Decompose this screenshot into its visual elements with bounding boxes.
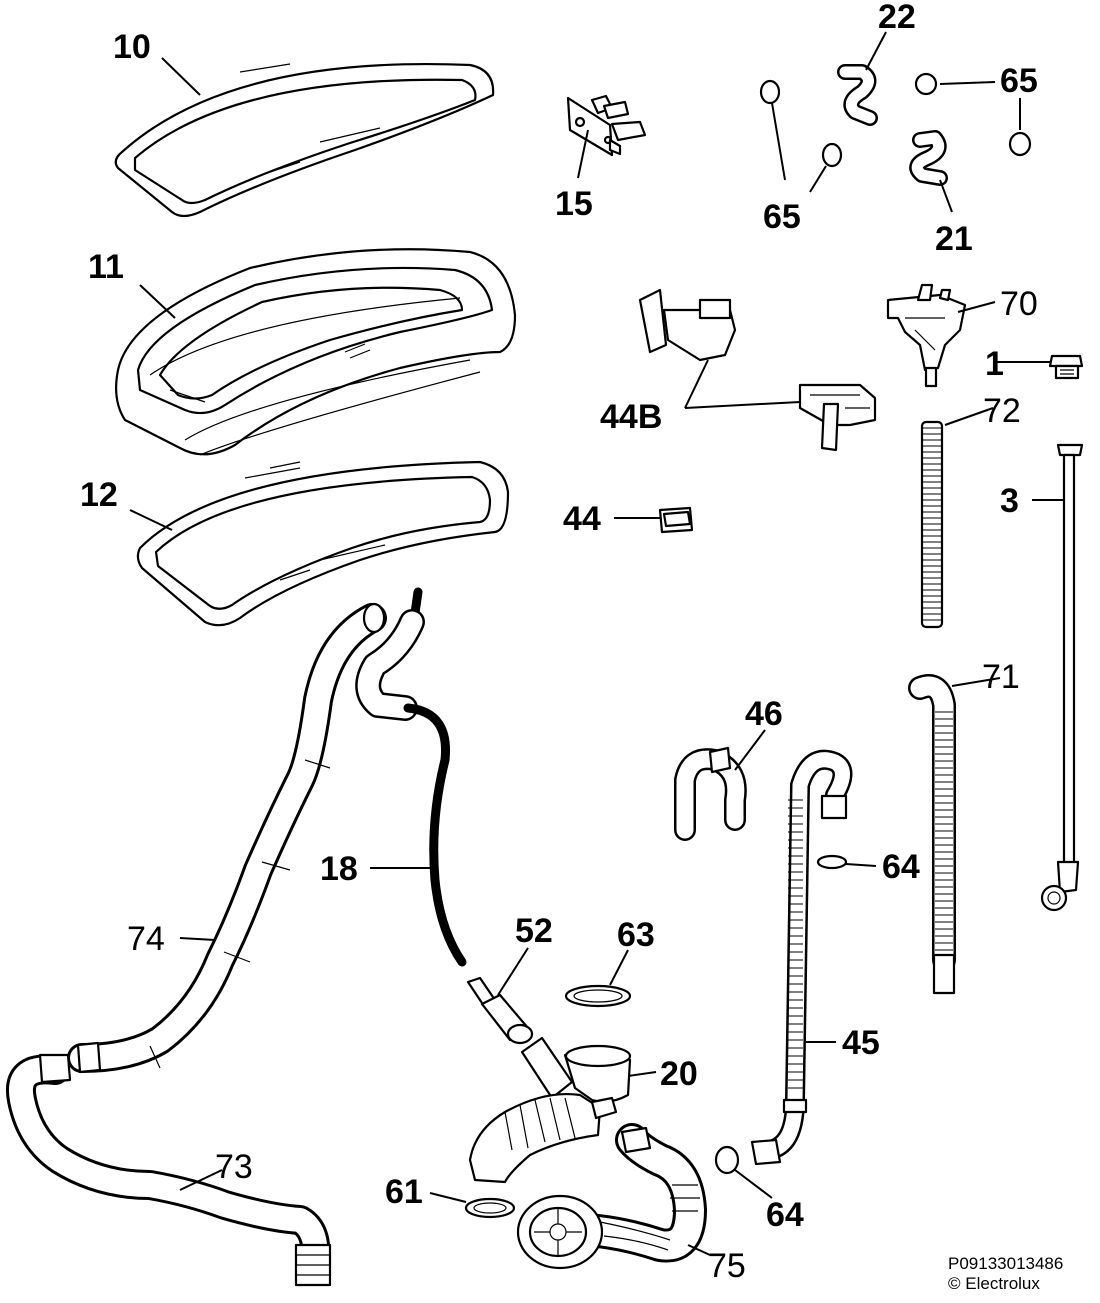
- callout-64: 64: [766, 1196, 804, 1234]
- part-74-hose: [67, 602, 387, 1074]
- callout-1: 1: [985, 345, 1004, 383]
- callout-22: 22: [878, 0, 916, 36]
- part-45-hose: [750, 749, 853, 1166]
- callout-73: 73: [215, 1148, 253, 1186]
- part-70-bracket: [886, 283, 967, 388]
- part-11-gasket: [115, 248, 517, 456]
- callout-11: 11: [88, 248, 124, 286]
- callout-labels: 10 11 12 15 22 65 65 21 70 1 44B 72 3 44…: [80, 0, 1038, 1285]
- part-52-nozzle: [466, 976, 534, 1045]
- callout-15: 15: [555, 185, 593, 223]
- part-44b-clamps: [638, 288, 877, 452]
- callout-75: 75: [708, 1247, 746, 1285]
- leader-lines: [129, 31, 1064, 1256]
- part-72-tube: [920, 420, 944, 629]
- part-18-hose: [355, 587, 467, 967]
- callout-63: 63: [617, 916, 655, 954]
- part-63-clamp: [564, 984, 632, 1008]
- callout-20: 20: [660, 1055, 698, 1093]
- part-1-cap: [1048, 354, 1084, 380]
- part-12-seal: [136, 460, 510, 627]
- diagram-code: P09133013486: [948, 1254, 1063, 1273]
- part-64-clamps: [714, 854, 848, 1175]
- part-75-filter: [516, 1123, 707, 1270]
- callout-45: 45: [842, 1024, 880, 1062]
- part-73-hose: [6, 1053, 332, 1287]
- callout-65: 65: [1000, 62, 1038, 100]
- part-22-hose: [837, 64, 878, 126]
- footer: P09133013486 © Electrolux: [948, 1254, 1063, 1293]
- callout-44b: 44B: [600, 398, 662, 436]
- copyright: © Electrolux: [948, 1274, 1040, 1293]
- callout-3: 3: [1000, 482, 1019, 520]
- callout-61: 61: [385, 1173, 423, 1211]
- callout-44: 44: [563, 500, 601, 538]
- part-21-hose: [909, 130, 948, 186]
- callout-64: 64: [882, 848, 920, 886]
- callout-10: 10: [113, 28, 151, 66]
- part-65-washers: [759, 72, 1032, 168]
- part-44-clip: [658, 506, 694, 534]
- part-61-clamp: [464, 1197, 516, 1219]
- callout-12: 12: [80, 476, 118, 514]
- part-71-hose: [908, 674, 956, 995]
- part-10-seal: [114, 62, 495, 218]
- callout-70: 70: [1000, 285, 1038, 323]
- callout-72: 72: [983, 392, 1021, 430]
- callout-65: 65: [763, 198, 801, 236]
- callout-74: 74: [127, 920, 165, 958]
- callout-52: 52: [515, 912, 553, 950]
- callout-21: 21: [935, 220, 973, 258]
- part-3-rod: [1040, 443, 1084, 912]
- part-46-clip: [674, 746, 747, 841]
- part-20-elbow: [468, 1036, 632, 1184]
- callout-71: 71: [982, 658, 1020, 696]
- part-15-valve: [566, 94, 647, 157]
- callout-46: 46: [745, 695, 783, 733]
- callout-18: 18: [320, 850, 358, 888]
